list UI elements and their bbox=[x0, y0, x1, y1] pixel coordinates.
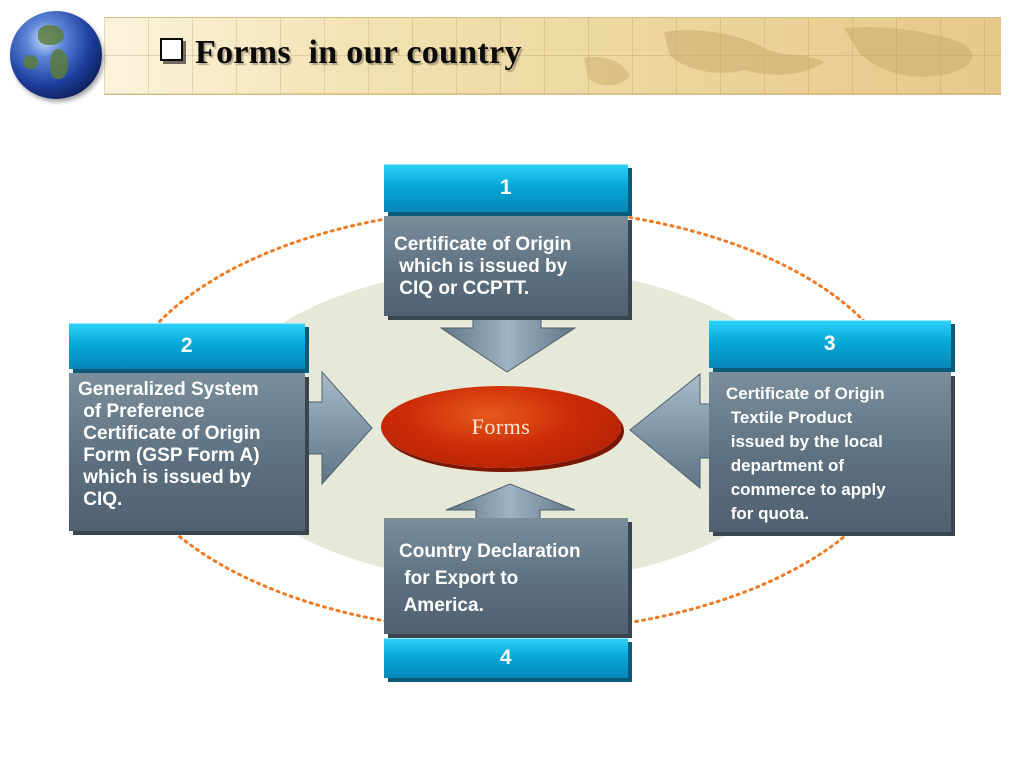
box-2-header: 2 bbox=[69, 323, 305, 369]
slide-title-text: Forms in our country bbox=[195, 34, 522, 71]
box-1-number: 1 bbox=[499, 176, 513, 199]
checkbox-bullet-icon bbox=[160, 38, 183, 61]
box-1-text: Certificate of Origin which is issued by… bbox=[394, 234, 572, 299]
box-4-body: Country Declaration for Export to Americ… bbox=[384, 518, 628, 634]
box-2-body: Generalized System of Preference Certifi… bbox=[69, 373, 305, 531]
box-4: Country Declaration for Export to Americ… bbox=[384, 518, 628, 678]
world-map-image bbox=[584, 26, 973, 86]
box-3-text: Certificate of Origin Textile Product is… bbox=[726, 384, 886, 523]
box-3: 3 Certificate of Origin Textile Product … bbox=[709, 320, 951, 532]
globe-icon bbox=[10, 11, 102, 99]
box-4-number: 4 bbox=[499, 646, 513, 669]
box-1-body: Certificate of Origin which is issued by… bbox=[384, 216, 628, 316]
center-forms-ellipse: Forms bbox=[381, 386, 621, 468]
box-4-header: 4 bbox=[384, 638, 628, 678]
header-banner: Forms in our country bbox=[0, 0, 1024, 110]
box-3-body: Certificate of Origin Textile Product is… bbox=[709, 372, 951, 532]
slide-title: Forms in our country bbox=[160, 34, 522, 72]
box-2-number: 2 bbox=[180, 334, 194, 357]
box-3-number: 3 bbox=[823, 332, 837, 355]
box-4-text: Country Declaration for Export to Americ… bbox=[399, 541, 581, 616]
center-label: Forms bbox=[471, 414, 531, 439]
box-1: 1 Certificate of Origin which is issued … bbox=[384, 164, 628, 316]
box-2: 2 Generalized System of Preference Certi… bbox=[69, 323, 305, 531]
box-3-header: 3 bbox=[709, 320, 951, 368]
box-2-text: Generalized System of Preference Certifi… bbox=[78, 379, 261, 510]
box-1-header: 1 bbox=[384, 164, 628, 212]
map-strip bbox=[104, 17, 1001, 95]
